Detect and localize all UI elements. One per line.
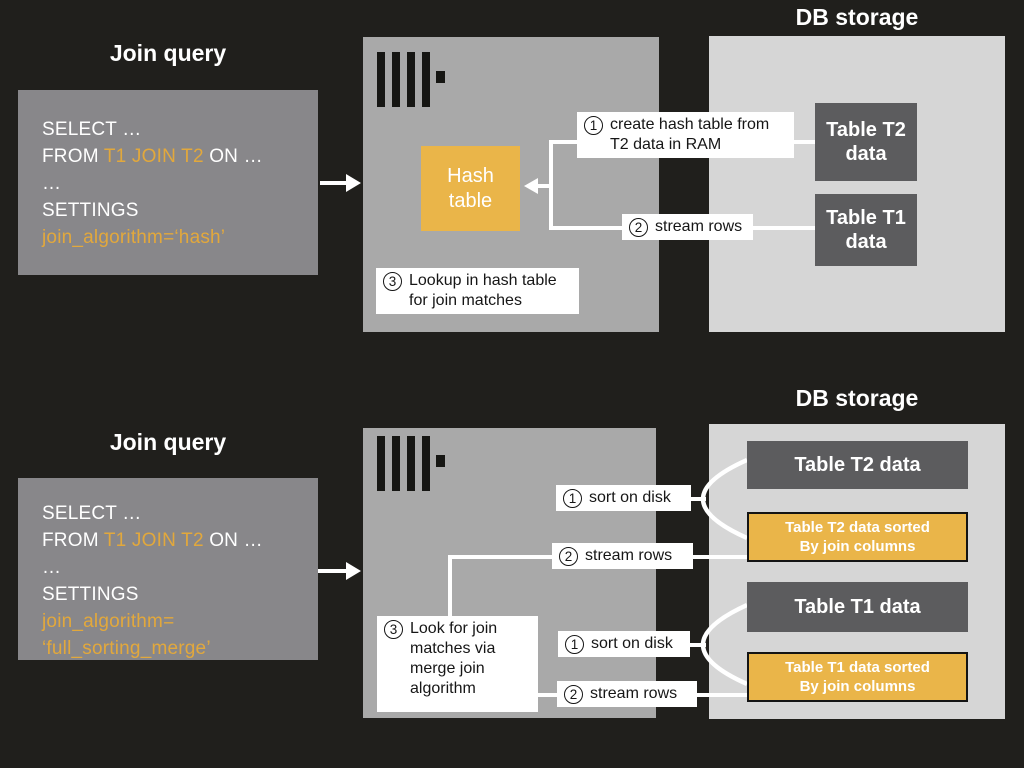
sql-line-from: FROM T1 JOIN T2 ON … [42, 146, 263, 167]
step-number-badge: 3 [383, 272, 402, 291]
connector-stream-t2-to-step3 [448, 555, 552, 617]
step-number-badge: 3 [384, 620, 403, 639]
merge-join-query-box [18, 478, 318, 660]
table-t1-data-box-top: Table T1 data [815, 194, 917, 266]
arc-sort-t2 [701, 457, 748, 541]
sql-line-algorithm: join_algorithm=‘hash’ [42, 227, 226, 248]
step-label-lookup-hash-table: 3 Lookup in hash table for join matches [376, 268, 579, 314]
sql-line-algorithm-value: ‘full_sorting_merge’ [42, 638, 211, 659]
step-number-badge: 2 [559, 547, 578, 566]
step-label-stream-rows-t1: 2 stream rows [557, 681, 697, 707]
step-number-badge: 2 [564, 685, 583, 704]
hash-table-box: Hash table [421, 146, 520, 231]
sql-line-settings: SETTINGS [42, 200, 139, 221]
step-label-stream-rows-top: 2 stream rows [622, 214, 753, 240]
merge-join-sql-code: SELECT … FROM T1 JOIN T2 ON … … SETTINGS… [42, 500, 312, 662]
sql-line-algorithm: join_algorithm= [42, 611, 175, 632]
sql-join-keywords: T1 JOIN T2 [103, 146, 204, 167]
arrowhead-top [346, 174, 361, 192]
sql-line-from: FROM T1 JOIN T2 ON … [42, 530, 263, 551]
arrowhead-hash-table [524, 178, 538, 194]
db-storage-title-top: DB storage [795, 4, 919, 30]
arc-sort-t1 [701, 602, 748, 687]
step-number-badge: 2 [629, 218, 648, 237]
sql-line-select: SELECT … [42, 119, 142, 140]
db-storage-box-top [709, 36, 1005, 332]
hash-join-query-title: Join query [109, 40, 227, 66]
step-label-merge-join-lookup: 3 Look for join matches via merge join a… [377, 616, 538, 712]
table-t1-sorted-box: Table T1 data sorted By join columns [747, 652, 968, 702]
table-t1-data-box-bottom: Table T1 data [747, 582, 968, 632]
step-number-badge: 1 [584, 116, 603, 135]
arrowhead-bottom [346, 562, 361, 580]
step-label-sort-on-disk-t2: 1 sort on disk [556, 485, 691, 511]
table-t2-data-box-top: Table T2 data [815, 103, 917, 181]
step-label-sort-on-disk-t1: 1 sort on disk [558, 631, 690, 657]
sql-line-settings: SETTINGS [42, 584, 139, 605]
clickhouse-logo-icon [377, 436, 447, 492]
table-t2-data-box-bottom: Table T2 data [747, 441, 968, 489]
sql-line-select: SELECT … [42, 503, 142, 524]
merge-join-query-title: Join query [109, 429, 227, 455]
db-storage-title-bottom: DB storage [795, 385, 919, 411]
step-label-stream-rows-t2: 2 stream rows [552, 543, 693, 569]
hash-join-sql-code: SELECT … FROM T1 JOIN T2 ON … … SETTINGS… [42, 116, 312, 251]
table-t2-sorted-box: Table T2 data sorted By join columns [747, 512, 968, 562]
sql-line-ellipsis: … [42, 557, 62, 578]
sql-line-ellipsis: … [42, 173, 62, 194]
step-number-badge: 1 [565, 635, 584, 654]
step-label-create-hash-table: 1 create hash table from T2 data in RAM [577, 112, 794, 158]
step-number-badge: 1 [563, 489, 582, 508]
clickhouse-logo-icon [377, 52, 447, 108]
sql-join-keywords: T1 JOIN T2 [103, 530, 204, 551]
hash-join-query-box [18, 90, 318, 275]
